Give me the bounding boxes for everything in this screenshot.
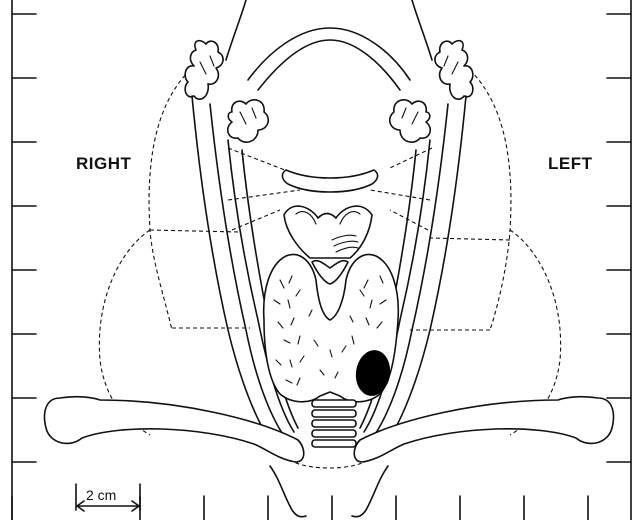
ruler-ticks-right [607,14,631,462]
hyoid-bone [282,170,377,192]
thyroid-cartilage [284,206,372,258]
ruler-ticks-left [12,14,36,462]
scale-bar-label: 2 cm [86,487,116,503]
mandible [226,0,432,90]
label-left: LEFT [548,154,593,174]
left-clavicle [354,397,613,462]
trachea [312,400,356,447]
label-right: RIGHT [76,154,131,174]
right-clavicle [45,397,304,462]
